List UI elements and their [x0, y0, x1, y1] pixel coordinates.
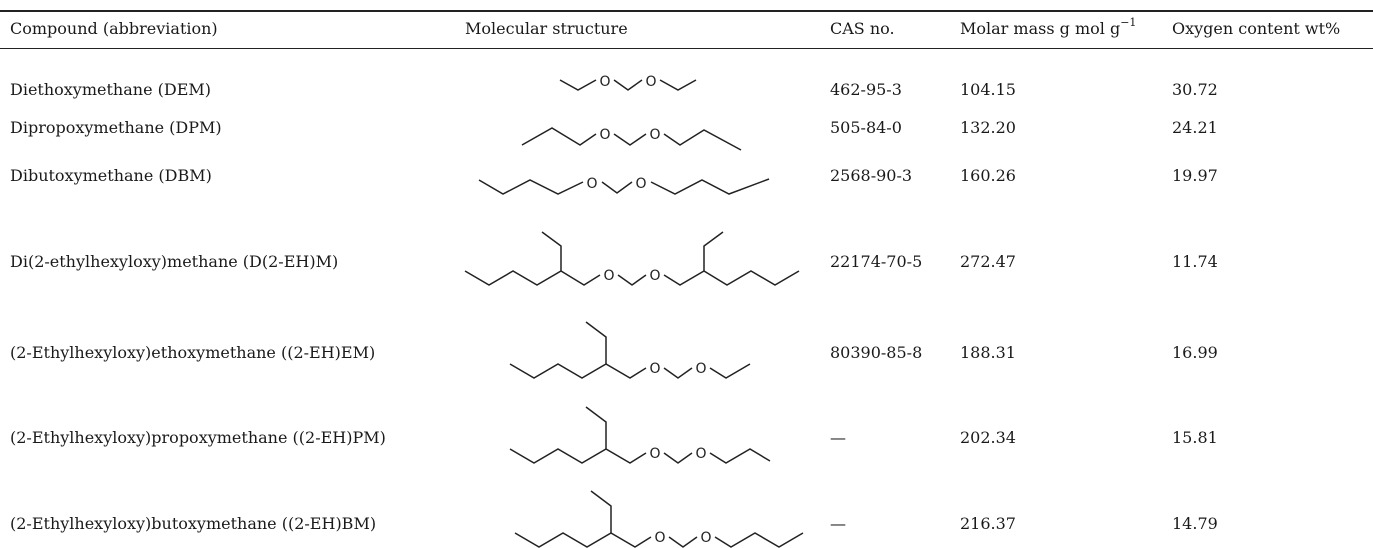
oxygen-content: 15.81	[1172, 428, 1218, 447]
molar-mass: 216.37	[960, 514, 1016, 533]
compound-name: Dipropoxymethane (DPM)	[10, 118, 222, 137]
oxygen-atom-label: O	[695, 446, 706, 462]
oxygen-atom-label: O	[654, 530, 665, 546]
oxygen-content: 30.72	[1172, 80, 1218, 99]
header-cas: CAS no.	[830, 19, 895, 38]
oxygen-atom-label: O	[649, 127, 660, 143]
oxygen-atom-label: O	[586, 176, 597, 192]
oxygen-content: 14.79	[1172, 514, 1218, 533]
compound-name: (2-Ethylhexyloxy)propoxymethane ((2-EH)P…	[10, 428, 386, 447]
compound-name: (2-Ethylhexyloxy)butoxymethane ((2-EH)BM…	[10, 514, 377, 533]
oxygen-atom-label: O	[700, 530, 711, 546]
molar-mass: 188.31	[960, 343, 1016, 362]
oxygen-atom-label: O	[695, 361, 706, 377]
oxygen-content: 19.97	[1172, 166, 1218, 185]
oxygen-atom-label: O	[649, 361, 660, 377]
cas-number: 22174-70-5	[830, 252, 923, 271]
oxygen-atom-label: O	[649, 446, 660, 462]
header-molar-mass: Molar mass g mol g−1	[960, 15, 1137, 38]
structure-dbm: O O	[478, 176, 770, 195]
molar-mass: 132.20	[960, 118, 1016, 137]
structure-2ehpm: O O	[509, 406, 771, 464]
oxygen-content: 16.99	[1172, 343, 1218, 362]
structure-2ehem: O O	[509, 321, 751, 379]
oxygen-atom-label: O	[635, 176, 646, 192]
compound-name: Di(2-ethylhexyloxy)methane (D(2-EH)M)	[10, 252, 339, 271]
table-top-rule	[0, 10, 1373, 12]
table-header-rule	[0, 48, 1373, 49]
structure-2ehbm: O O	[514, 490, 804, 548]
oxygen-atom-label: O	[649, 268, 660, 284]
cas-number: —	[830, 428, 846, 447]
header-oxygen: Oxygen content wt%	[1172, 19, 1341, 38]
cas-number: 462-95-3	[830, 80, 902, 99]
molar-mass-exponent: −1	[1120, 15, 1137, 29]
molar-mass: 104.15	[960, 80, 1016, 99]
cas-number: 80390-85-8	[830, 343, 923, 362]
molar-mass: 202.34	[960, 428, 1016, 447]
molar-mass: 272.47	[960, 252, 1016, 271]
structure-dpm: O O	[521, 127, 742, 151]
header-compound: Compound (abbreviation)	[10, 19, 218, 38]
oxygen-content: 24.21	[1172, 118, 1218, 137]
oxygen-atom-label: O	[599, 127, 610, 143]
cas-number: 505-84-0	[830, 118, 902, 137]
compound-name: Dibutoxymethane (DBM)	[10, 166, 212, 185]
compound-name: (2-Ethylhexyloxy)ethoxymethane ((2-EH)EM…	[10, 343, 376, 362]
cas-number: 2568-90-3	[830, 166, 913, 185]
cas-number: —	[830, 514, 846, 533]
oxygen-atom-label: O	[645, 74, 656, 90]
oxygen-content: 11.74	[1172, 252, 1218, 271]
structure-d2ehm: O O	[464, 231, 800, 286]
oxygen-atom-label: O	[599, 74, 610, 90]
molar-mass: 160.26	[960, 166, 1016, 185]
structure-dem: O O	[559, 74, 697, 91]
header-structure: Molecular structure	[465, 19, 628, 38]
compound-name: Diethoxymethane (DEM)	[10, 80, 211, 99]
oxygen-atom-label: O	[603, 268, 614, 284]
